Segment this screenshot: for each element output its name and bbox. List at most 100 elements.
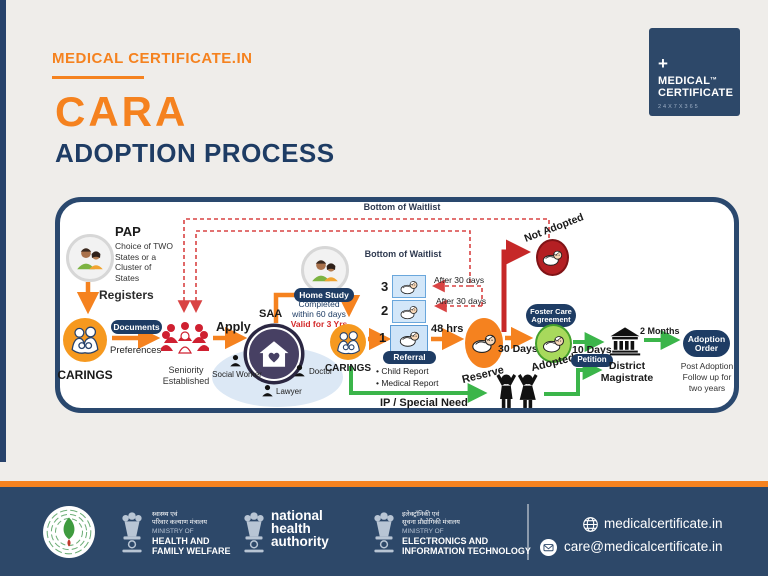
baby-icon bbox=[541, 246, 564, 269]
globe-icon bbox=[582, 516, 599, 533]
trademark-mark: TM bbox=[710, 75, 717, 81]
district-magistrate-label: District Magistrate bbox=[600, 360, 654, 384]
referral-bullet-2: • Medical Report bbox=[376, 378, 439, 388]
meity-ministry-of: MINISTRY OF bbox=[402, 528, 444, 535]
family-icon bbox=[69, 324, 101, 356]
family-icon bbox=[335, 329, 362, 356]
waitlist-baby-2 bbox=[392, 300, 426, 323]
baby-icon bbox=[399, 302, 419, 322]
page-subtitle: ADOPTION PROCESS bbox=[55, 138, 335, 168]
seniority-crowd-icon bbox=[161, 320, 209, 356]
nha-logo-text: national health authority bbox=[271, 508, 329, 549]
after-30-days-label-2: After 30 days bbox=[436, 296, 487, 306]
seniority-label: Seniority Established bbox=[162, 365, 210, 386]
nha-line-1: national bbox=[271, 508, 323, 523]
saa-circle bbox=[247, 327, 301, 381]
left-accent-bar bbox=[0, 0, 6, 462]
carings-label-1: CARINGS bbox=[57, 368, 113, 382]
foster-care-pill: Foster Care Agreement bbox=[526, 304, 576, 327]
petition-pill: Petition bbox=[571, 354, 613, 367]
mohfw-ministry-of: MINISTRY OF bbox=[152, 528, 194, 535]
envelope-icon bbox=[542, 541, 555, 554]
valid-label: Valid for 3 Yrs bbox=[290, 319, 348, 329]
children-icon bbox=[492, 372, 542, 410]
bottom-of-waitlist-top-label: Bottom of Waitlist bbox=[363, 202, 441, 212]
carings-circle-2 bbox=[330, 324, 366, 360]
brand-logo-box: + MEDICALTM CERTIFICATE 24X7X365 bbox=[649, 28, 740, 116]
carings-label-2: CARINGS bbox=[324, 363, 372, 374]
social-worker-label: Social Worker bbox=[212, 370, 262, 379]
reserve-ellipse bbox=[465, 318, 503, 368]
baby-icon bbox=[470, 329, 498, 357]
website-link[interactable]: medicalcertificate.in bbox=[604, 516, 723, 531]
house-heart-icon bbox=[257, 337, 291, 371]
nha-emblem-icon bbox=[238, 507, 270, 555]
adopted-ellipse bbox=[535, 324, 572, 363]
waitlist-number-1: 1 bbox=[379, 330, 387, 345]
home-study-avatar bbox=[301, 246, 349, 294]
2-months-label: 2 Months bbox=[640, 326, 680, 336]
apply-label: Apply bbox=[216, 320, 251, 334]
home-study-pill: Home Study bbox=[294, 288, 354, 302]
meity-emblem-icon bbox=[368, 507, 400, 555]
baby-icon bbox=[399, 277, 419, 297]
waitlist-baby-3 bbox=[392, 275, 426, 298]
30-days-label: 30 Days bbox=[498, 343, 538, 355]
adoption-order-pill: Adoption Order bbox=[683, 330, 730, 357]
completed-label: Completed within 60 days bbox=[292, 299, 346, 319]
waitlist-number-2: 2 bbox=[381, 303, 389, 318]
brand-underline bbox=[52, 76, 144, 79]
referral-bullet-1: • Child Report bbox=[376, 366, 429, 376]
meity-hindi-1: इलेक्ट्रॉनिकी एवं bbox=[402, 511, 440, 518]
ip-special-need-label: IP / Special Need bbox=[380, 397, 468, 409]
10-days-label: 10 Days bbox=[572, 344, 612, 356]
48-hrs-label: 48 hrs bbox=[431, 323, 464, 335]
meity-line-2: INFORMATION TECHNOLOGY bbox=[402, 546, 531, 556]
abdm-logo bbox=[42, 505, 96, 559]
doctor-label: Doctor bbox=[309, 367, 333, 376]
meity-logo-text: इलेक्ट्रॉनिकी एवं सूचना प्रौद्योगिकी मंत… bbox=[402, 511, 531, 556]
bottom-of-waitlist-mid-label: Bottom of Waitlist bbox=[364, 249, 442, 259]
pap-couple-icon bbox=[74, 242, 106, 274]
baby-icon bbox=[541, 331, 566, 356]
email-link[interactable]: care@medicalcertificate.in bbox=[564, 539, 723, 554]
lawyer-label: Lawyer bbox=[276, 387, 302, 396]
logo-name-line2: CERTIFICATE bbox=[658, 87, 734, 99]
logo-name-line1: MEDICALTM bbox=[658, 75, 717, 87]
registers-label: Registers bbox=[99, 288, 154, 302]
meity-line-1: ELECTRONICS AND bbox=[402, 536, 489, 546]
logo-word-medical: MEDICAL bbox=[658, 75, 711, 87]
footer-divider bbox=[527, 504, 529, 560]
plus-icon: + bbox=[658, 54, 668, 73]
mohfw-line-2: FAMILY WELFARE bbox=[152, 546, 231, 556]
mohfw-hindi-1: स्वास्थ्य एवं bbox=[152, 511, 178, 518]
mohfw-line-1: HEALTH AND bbox=[152, 536, 210, 546]
mohfw-emblem-icon bbox=[116, 507, 148, 555]
mohfw-logo-text: स्वास्थ्य एवं परिवार कल्याण मंत्रालय MIN… bbox=[152, 511, 231, 556]
not-adopted-ellipse bbox=[536, 239, 569, 276]
nha-line-3: authority bbox=[271, 534, 329, 549]
nha-line-2: health bbox=[271, 521, 311, 536]
waitlist-baby-1 bbox=[390, 325, 428, 352]
after-30-days-label-1: After 30 days bbox=[434, 275, 485, 285]
courthouse-icon bbox=[609, 326, 641, 356]
preferences-label: Preferences bbox=[110, 345, 162, 356]
saa-label: SAA bbox=[259, 308, 283, 320]
logo-tagline: 24X7X365 bbox=[658, 104, 700, 110]
home-study-couple-icon bbox=[309, 254, 341, 286]
brand-text: MEDICAL CERTIFICATE.IN bbox=[52, 50, 253, 67]
waitlist-number-3: 3 bbox=[381, 279, 389, 294]
mohfw-hindi-2: परिवार कल्याण मंत्रालय bbox=[152, 519, 208, 526]
meity-hindi-2: सूचना प्रौद्योगिकी मंत्रालय bbox=[402, 519, 460, 526]
carings-circle-1 bbox=[63, 318, 107, 362]
pap-avatar bbox=[66, 234, 114, 282]
email-icon-circle bbox=[540, 539, 557, 556]
documents-pill: Documents bbox=[111, 320, 162, 334]
page-title: CARA bbox=[55, 88, 189, 135]
referral-pill: Referral bbox=[383, 351, 436, 364]
footer-accent-bar bbox=[0, 481, 768, 487]
pap-title: PAP bbox=[115, 224, 141, 239]
lawyer-icon bbox=[261, 384, 274, 397]
pap-description: Choice of TWO States or a Cluster of Sta… bbox=[115, 241, 173, 283]
